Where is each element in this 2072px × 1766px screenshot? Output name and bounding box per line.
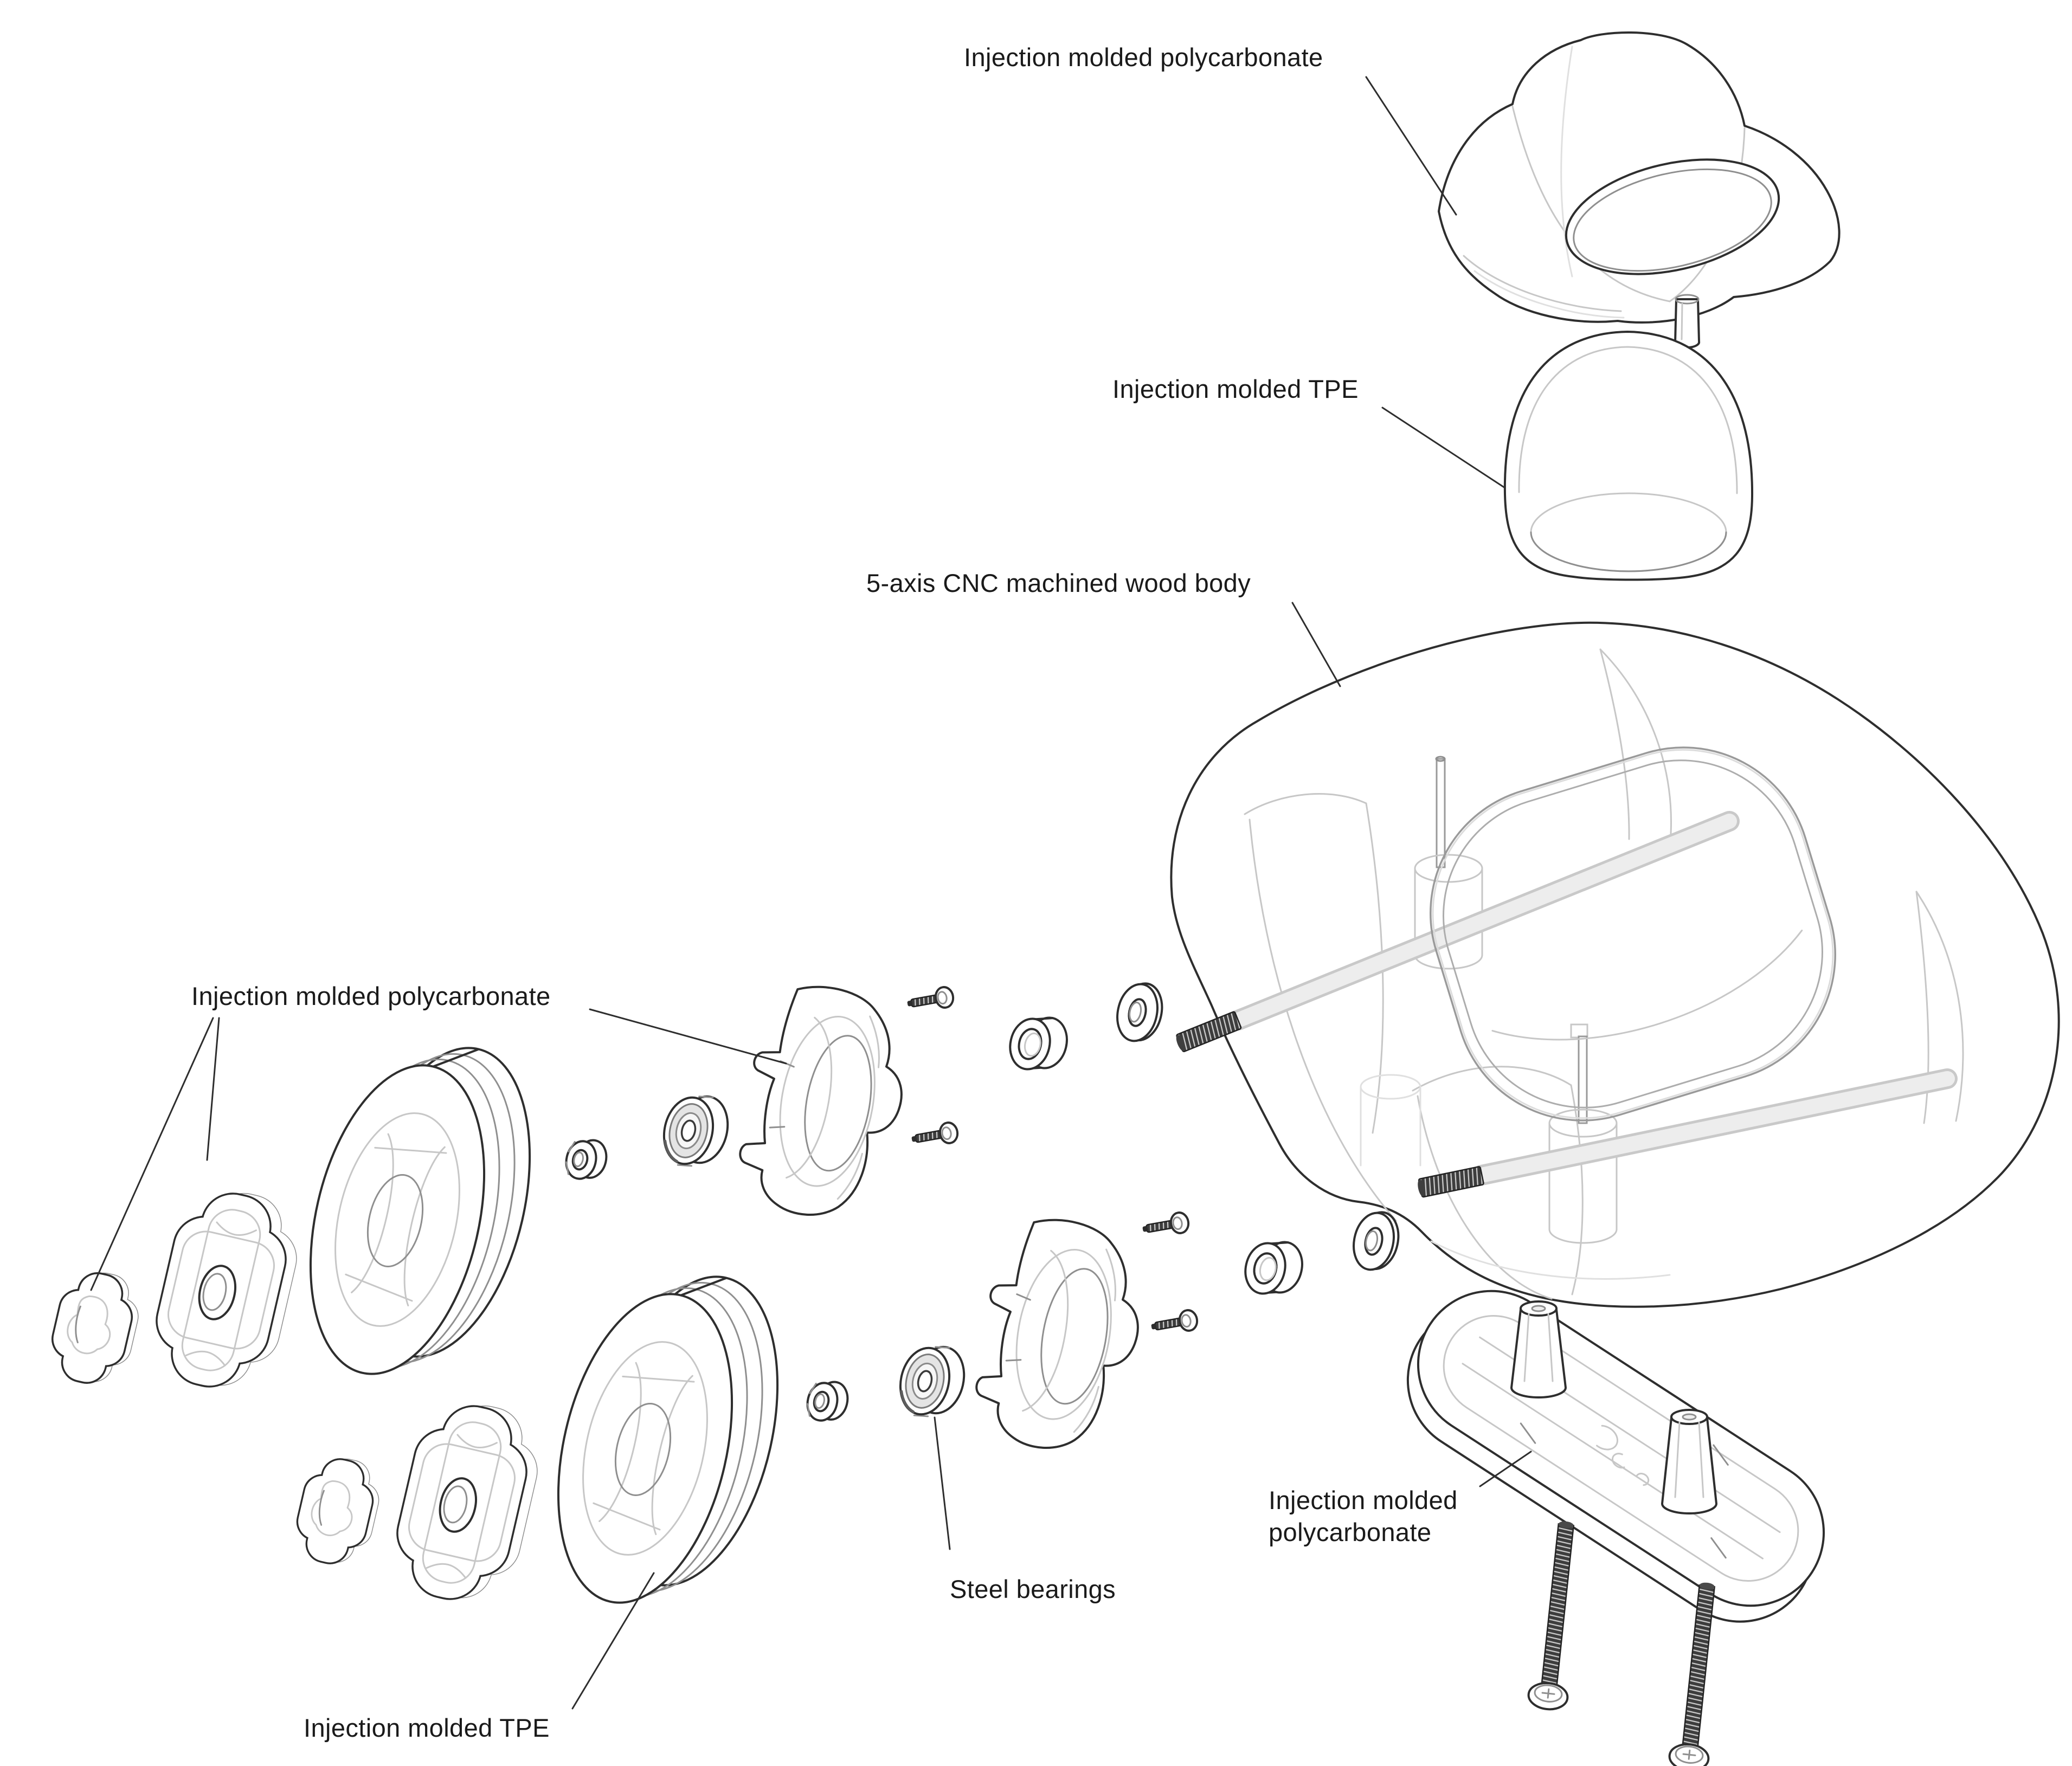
base-plate [1406, 1290, 1825, 1766]
spacer-rear [1004, 1009, 1073, 1078]
bracket-screw-front-upper [1140, 1210, 1192, 1241]
leader-wheel-hub [206, 1017, 220, 1161]
base-plate-post-front [1661, 1409, 1717, 1514]
tire-front [529, 1258, 807, 1621]
lock-nut-rear [561, 1133, 612, 1185]
seat-peg [1435, 756, 1446, 868]
leader-wheel-bracket [589, 1008, 787, 1065]
label-seat-dome: Injection molded TPE [1112, 375, 1359, 403]
canopy-peg [1674, 294, 1701, 349]
label-base-plate: Injection molded polycarbonate [1269, 1486, 1458, 1547]
mounting-screw-1 [1526, 1518, 1587, 1712]
bearing-rear [657, 1088, 734, 1174]
leader-steel-bearings [934, 1416, 951, 1550]
leader-seat-dome [1381, 407, 1506, 489]
bearing-front [893, 1339, 970, 1425]
bracket-screw-front-lower [1148, 1307, 1200, 1338]
wheel-bracket-rear [728, 976, 919, 1229]
label-tires: Injection molded TPE [304, 1713, 550, 1742]
rear-axle [1228, 811, 1740, 1030]
washer-rear [1111, 977, 1168, 1047]
label-steel-bearings: Steel bearings [950, 1575, 1116, 1603]
base-plate-post-rear [1510, 1300, 1567, 1398]
canopy-shell [1438, 31, 1841, 349]
seat-dome [1503, 331, 1754, 581]
wheel-hub-front [386, 1393, 550, 1612]
label-canopy: Injection molded polycarbonate [964, 43, 1323, 72]
spacer-front [1239, 1233, 1308, 1303]
wood-body [1170, 621, 2060, 1308]
hub-cap-rear [45, 1265, 146, 1390]
leader-tire [571, 1572, 655, 1710]
label-wood-body: 5-axis CNC machined wood body [866, 569, 1251, 597]
wheel-hub-rear [145, 1181, 309, 1400]
wheel-bracket-front [964, 1209, 1156, 1462]
leader-canopy [1365, 76, 1457, 216]
bracket-screw-rear-lower [909, 1120, 961, 1151]
leader-lines [90, 76, 1532, 1710]
front-axle [1471, 1068, 1958, 1185]
tire-rear [281, 1029, 559, 1393]
leader-wood-body [1291, 602, 1341, 687]
bracket-screw-rear-upper [904, 984, 956, 1015]
seat-recess [1430, 746, 1836, 1122]
hub-cap-front [291, 1452, 387, 1571]
label-wheel-hubs: Injection molded polycarbonate [191, 982, 551, 1010]
lock-nut-front [802, 1375, 853, 1427]
leader-hub-cap [90, 1017, 214, 1291]
leader-base-plate [1479, 1451, 1532, 1487]
washer-front [1347, 1206, 1405, 1275]
